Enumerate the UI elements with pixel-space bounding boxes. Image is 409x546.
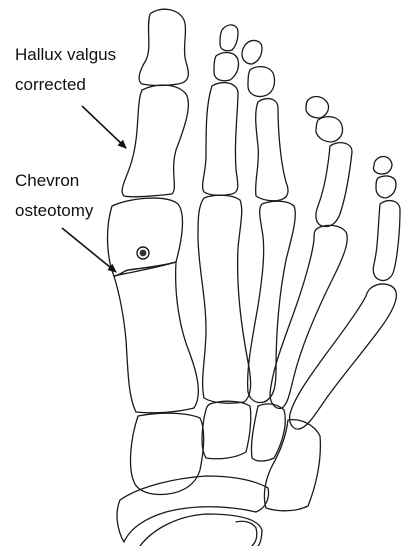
hallux-valgus-label: Hallux valgus corrected — [15, 40, 116, 100]
chevron-osteotomy-label-line2: osteotomy — [15, 196, 93, 226]
arrow-icon — [82, 106, 126, 148]
chevron-osteotomy-label-line1: Chevron — [15, 166, 93, 196]
hallux-valgus-label-line2: corrected — [15, 70, 116, 100]
hallux-valgus-label-line1: Hallux valgus — [15, 40, 116, 70]
chevron-osteotomy-label: Chevron osteotomy — [15, 166, 93, 226]
arrow-icon — [62, 228, 116, 272]
